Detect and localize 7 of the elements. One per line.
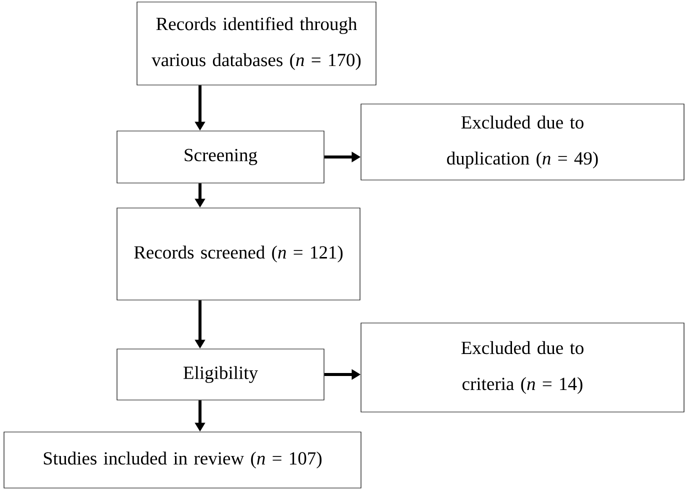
process-box: Excluded due to duplication (n = 49): [360, 104, 684, 180]
process-box: Excluded due to criteria (n = 14): [360, 322, 684, 412]
process-box: Records identified through various databases (n = 170): [136, 2, 376, 86]
process-box: Screening: [116, 130, 324, 184]
process-box: Studies included in review (n = 107): [4, 432, 362, 488]
process-box: Records screened (n = 121): [116, 208, 360, 300]
process-box: Eligibility: [116, 348, 324, 400]
